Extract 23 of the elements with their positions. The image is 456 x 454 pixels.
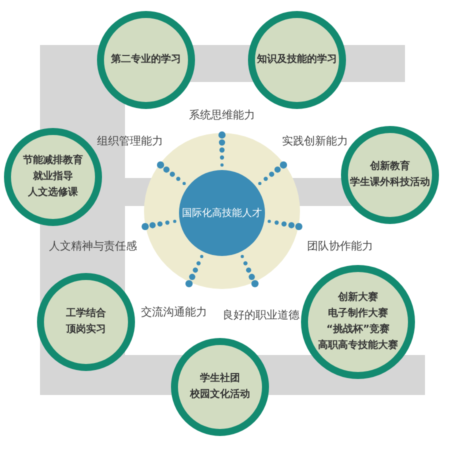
- node-text: 电子制作大赛: [328, 306, 388, 321]
- node-text: “挑战杯”竞赛: [326, 322, 390, 337]
- node-text: 人文选修课: [28, 186, 78, 200]
- competency-label: 组织管理能力: [97, 134, 163, 148]
- node-text: 创新教育: [370, 159, 410, 174]
- competency-label: 系统思维能力: [189, 108, 255, 122]
- node-text: 工学结合: [66, 306, 106, 321]
- node-text: 第二专业的学习: [111, 52, 181, 67]
- node-text: 学生课外科技活动: [350, 176, 430, 190]
- node-text: 知识及技能的学习: [257, 52, 337, 67]
- competency-label: 交流沟通能力: [141, 304, 207, 320]
- competency-label: 人文精神与责任感: [49, 238, 137, 254]
- competency-label: 团队协作能力: [307, 238, 373, 254]
- node-text: 节能减排教育: [23, 153, 83, 168]
- node-text: 国际化高技能人才: [182, 206, 262, 220]
- competency-label: 良好的职业道德: [222, 308, 300, 322]
- node-text: 高职高专技能大赛: [318, 338, 398, 353]
- node-text: 就业指导: [33, 170, 73, 184]
- competency-label: 实践创新能力: [282, 134, 348, 148]
- node-text: 顶岗实习: [66, 322, 106, 337]
- node-text: 创新大赛: [338, 290, 378, 305]
- node-text: 校园文化活动: [190, 388, 250, 402]
- node-text: 学生社团: [200, 372, 240, 386]
